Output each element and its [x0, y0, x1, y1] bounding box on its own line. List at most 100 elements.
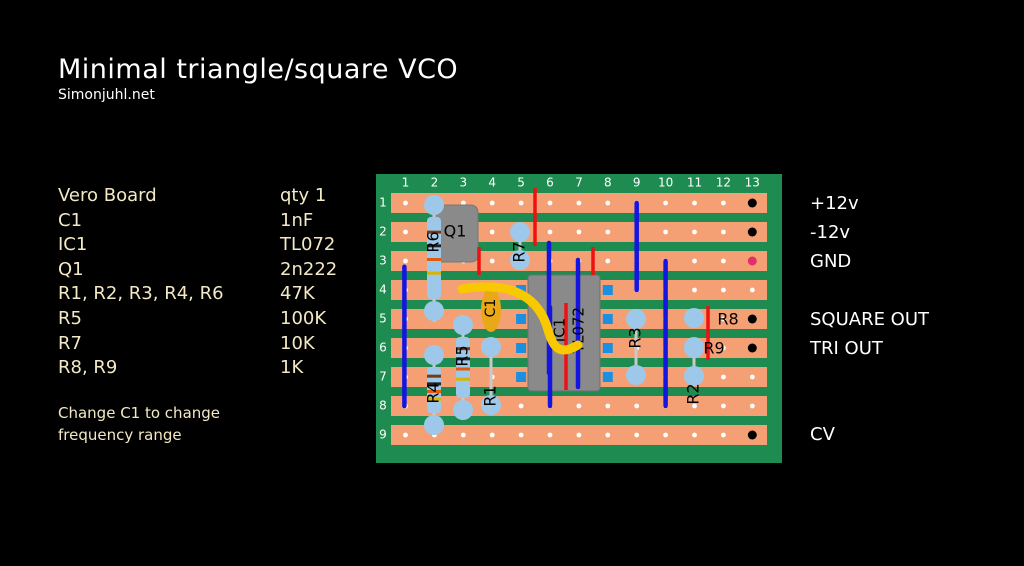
resistor-end: [684, 366, 704, 386]
resistor-end: [510, 222, 530, 242]
part-name: R5: [58, 307, 82, 329]
column-label: 7: [575, 176, 583, 190]
resistor-band: [427, 397, 441, 401]
resistor-band: [427, 390, 441, 393]
resistor-band: [427, 230, 441, 234]
ic-pin-pad: [602, 285, 613, 295]
strip-hole: [692, 229, 697, 235]
parts-list-row: Q1 2n222: [58, 258, 370, 283]
strip-hole: [403, 200, 408, 206]
frequency-note: Change C1 to change frequency range: [58, 404, 221, 444]
column-label: 8: [604, 176, 612, 190]
row-label: 2: [379, 225, 387, 239]
column-label: 2: [431, 176, 439, 190]
page-title: Minimal triangle/square VCO: [58, 54, 459, 85]
strip-hole: [403, 432, 408, 438]
strip-hole: [749, 287, 755, 293]
strip-hole: [663, 432, 668, 438]
row-label: 6: [379, 341, 387, 355]
resistor-label: R3: [626, 327, 645, 348]
strip-hole: [721, 316, 726, 322]
ic-pin-pad: [516, 343, 527, 353]
strip-hole: [547, 200, 553, 206]
resistor-band: [427, 258, 441, 261]
strip-hole: [692, 200, 697, 206]
strip-hole: [489, 229, 495, 235]
parts-list-row: R7 10K: [58, 332, 370, 357]
strip-hole: [721, 432, 726, 438]
resistor-band: [456, 357, 470, 361]
strip-hole: [692, 403, 697, 409]
resistor-band: [427, 374, 441, 378]
resistor-end: [684, 308, 704, 328]
column-label: 6: [546, 176, 554, 190]
strip-hole: [605, 229, 611, 235]
part-name: R1, R2, R3, R4, R6: [58, 283, 224, 305]
part-value: 10K: [280, 332, 315, 354]
terminal-point: [747, 343, 757, 353]
row-label: 3: [379, 254, 387, 268]
connection-label-gnd: GND: [810, 251, 852, 272]
strip-hole: [721, 374, 726, 380]
column-label: 9: [633, 176, 641, 190]
part-name: R8, R9: [58, 357, 118, 379]
site-name: Simonjuhl.net: [58, 87, 155, 103]
ic1-body: [527, 274, 601, 392]
strip-hole: [721, 287, 726, 293]
part-value: 100K: [280, 307, 327, 329]
resistor-label: R6: [424, 231, 443, 252]
resistor-end: [481, 395, 501, 415]
resistor-label: R5: [453, 345, 472, 366]
connection-label-cv: CV: [810, 424, 835, 445]
column-label: 13: [745, 176, 760, 190]
strip-hole: [576, 432, 582, 438]
resistor-band: [456, 347, 470, 351]
strip-hole: [605, 432, 611, 438]
strip-hole: [692, 258, 697, 264]
strip-hole: [576, 229, 582, 235]
strip-hole: [634, 432, 640, 438]
part-value: 2n222: [280, 258, 338, 280]
connection-label-plus12v: +12v: [810, 193, 859, 214]
ic-pin-pad: [602, 314, 613, 324]
column-label: 12: [716, 176, 731, 190]
strip-hole: [749, 374, 755, 380]
c1-body: [481, 288, 501, 332]
connection-label-tri-out: TRI OUT: [810, 338, 883, 359]
strip-hole: [518, 432, 524, 438]
resistor-band: [427, 271, 441, 275]
strip-hole: [518, 403, 524, 409]
part-name: R7: [58, 332, 82, 354]
part-name: Q1: [58, 258, 84, 280]
column-label: 3: [459, 176, 467, 190]
column-label: 11: [687, 176, 702, 190]
parts-list-row: IC1 TL072: [58, 233, 370, 258]
column-label: 10: [658, 176, 673, 190]
resistor-label: R1: [481, 385, 500, 406]
strip-hole: [489, 432, 495, 438]
strip-hole: [489, 258, 495, 264]
resistor-label: R9: [703, 339, 724, 358]
strip-hole: [605, 403, 611, 409]
parts-list-row: R5 100K: [58, 307, 370, 332]
part-value: TL072: [280, 234, 336, 256]
resistor-label: R7: [510, 241, 529, 262]
c1-label: C1: [483, 299, 499, 318]
part-name: Vero Board: [58, 185, 157, 206]
part-name: IC1: [58, 234, 88, 256]
terminal-point: [747, 198, 757, 208]
resistor-label: R4: [424, 382, 443, 403]
terminal-point: [747, 430, 757, 440]
connection-label-minus12v: -12v: [810, 222, 851, 243]
resistor-band: [456, 377, 470, 381]
resistor-end: [424, 415, 444, 435]
resistor-end: [453, 400, 473, 420]
resistor-band: [456, 367, 470, 371]
part-value: 1nF: [280, 209, 314, 231]
resistor-end: [424, 345, 444, 365]
resistor-label: R2: [684, 383, 703, 404]
strip-hole: [605, 258, 611, 264]
